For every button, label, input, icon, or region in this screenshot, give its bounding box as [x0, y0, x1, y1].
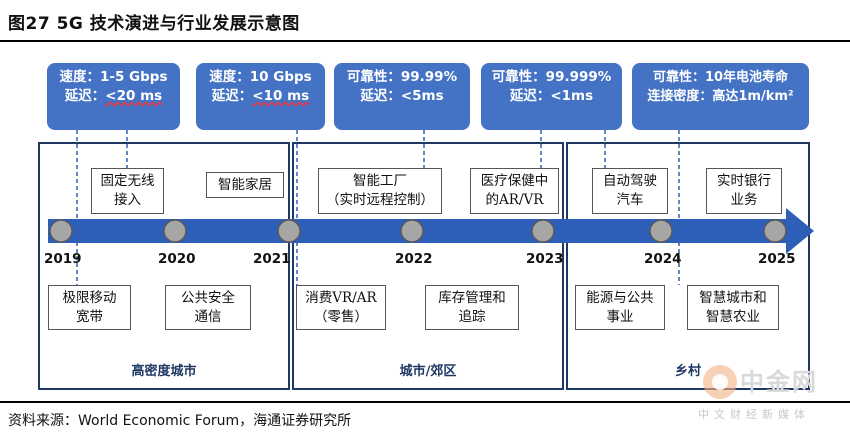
callout-reliability: 可靠性：10年电池寿命 — [652, 70, 789, 85]
callout-reliability: 可靠性：99.99% — [346, 69, 458, 85]
callout-2024: 可靠性：10年电池寿命 连接密度：高达1m/km² — [632, 63, 809, 130]
timeline-dot-2024 — [649, 219, 673, 243]
callout-latency: 延迟：<1ms — [509, 88, 594, 104]
callout-density: 连接密度：高达1m/km² — [647, 89, 794, 104]
app-healthcare-arvr: 医疗保健中的AR/VR — [470, 168, 559, 214]
app-smart-home: 智能家居 — [206, 172, 284, 198]
app-smart-city-agriculture: 智慧城市和智慧农业 — [687, 285, 779, 330]
zone-high-density-city — [38, 142, 290, 390]
app-consumer-vr-ar: 消费VR/AR（零售） — [296, 285, 386, 330]
watermark-subtitle: 中文财经新媒体 — [698, 408, 810, 421]
timeline-dot-2023 — [531, 219, 555, 243]
app-extreme-mobile-broadband: 极限移动宽带 — [48, 285, 131, 330]
year-label: 2023 — [526, 251, 564, 267]
callout-latency: 延迟：<10 ms — [211, 88, 310, 104]
callout-latency: 延迟：<20 ms — [64, 88, 163, 104]
timeline-dot-2020 — [163, 219, 187, 243]
year-label: 2024 — [644, 251, 682, 267]
callout-2021: 速度：10 Gbps 延迟：<10 ms — [196, 63, 325, 130]
figure-header: 图27 5G 技术演进与行业发展示意图 — [0, 0, 850, 40]
app-inventory-tracking: 库存管理和追踪 — [425, 285, 519, 330]
app-autonomous-vehicles: 自动驾驶汽车 — [592, 168, 668, 214]
timeline-arrow — [48, 208, 814, 254]
app-fixed-wireless-access: 固定无线接入 — [91, 168, 164, 214]
callout-2023: 可靠性：99.999% 延迟：<1ms — [481, 63, 622, 130]
watermark-logo-icon — [703, 365, 737, 399]
timeline-dot-2021 — [277, 219, 301, 243]
app-realtime-banking: 实时银行业务 — [706, 168, 782, 214]
year-label: 2021 — [253, 251, 291, 267]
zone-label-high-density-city: 高密度城市 — [131, 364, 197, 379]
year-label: 2025 — [758, 251, 796, 267]
figure-title: 图27 5G 技术演进与行业发展示意图 — [8, 14, 300, 34]
app-smart-factory: 智能工厂（实时远程控制） — [318, 168, 442, 214]
app-public-safety-comms: 公共安全通信 — [165, 285, 251, 330]
source-note: 资料来源：World Economic Forum，海通证券研究所 — [8, 413, 352, 429]
timeline-dot-2019 — [49, 219, 73, 243]
callout-speed: 速度：1-5 Gbps — [59, 69, 168, 85]
callout-2019: 速度：1-5 Gbps 延迟：<20 ms — [47, 63, 180, 130]
zone-rural — [566, 142, 810, 390]
zone-city-suburb — [292, 142, 564, 390]
title-rule — [0, 40, 850, 42]
year-label: 2022 — [395, 251, 433, 267]
callout-2022: 可靠性：99.99% 延迟：<5ms — [334, 63, 470, 130]
source-rule — [0, 401, 850, 403]
zone-label-rural: 乡村 — [674, 364, 701, 379]
year-label: 2019 — [44, 251, 82, 267]
callout-reliability: 可靠性：99.999% — [491, 69, 612, 85]
app-energy-utilities: 能源与公共事业 — [575, 285, 665, 330]
timeline-dot-2025 — [763, 219, 787, 243]
timeline-dot-2022 — [400, 219, 424, 243]
callout-speed: 速度：10 Gbps — [209, 69, 312, 85]
callout-latency: 延迟：<5ms — [360, 88, 444, 104]
zone-label-city-suburb: 城市/郊区 — [399, 364, 457, 379]
year-label: 2020 — [158, 251, 196, 267]
watermark-text: 中金网 — [740, 368, 818, 396]
